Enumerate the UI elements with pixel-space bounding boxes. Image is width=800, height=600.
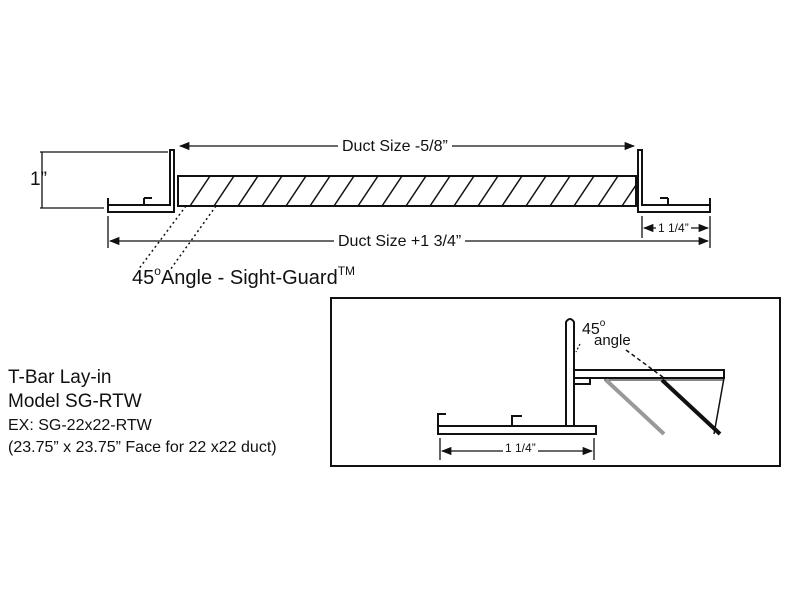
detail-degree-symbol: o: [599, 318, 606, 329]
detail-box: [330, 297, 781, 467]
height-label: 1”: [30, 169, 47, 190]
left-frame-lip: [143, 197, 152, 205]
detail-blade-gray: [604, 378, 666, 436]
detail-degree-number: 45: [582, 321, 600, 338]
model-number-label: Model SG-RTW: [8, 391, 142, 412]
detail-mullion: [565, 318, 575, 427]
detail-angle-word: angle: [594, 332, 631, 349]
trademark-symbol: TM: [337, 264, 356, 278]
detail-angle-leader: [575, 343, 581, 353]
detail-flange-label: 1 1/4”: [503, 441, 538, 455]
angle-number: 45: [132, 267, 155, 289]
right-frame-lip: [660, 197, 669, 205]
angle-text: Angle - Sight-Guard: [160, 267, 338, 289]
detail-louver-frame: [574, 369, 725, 379]
example-code-label: EX: SG-22x22-RTW: [8, 417, 152, 434]
detail-louver-right: [713, 377, 725, 435]
detail-flange: [437, 425, 597, 435]
louver-blades: [189, 175, 637, 207]
detail-flange-tab-1: [437, 413, 446, 426]
sight-guard-angle-label: 45oAngle - Sight-GuardTM: [132, 264, 355, 290]
detail-view: [437, 318, 725, 435]
detail-degree-label: 45o: [582, 318, 605, 339]
grille-section-view: [107, 149, 711, 213]
height-dimension-line: [40, 151, 168, 209]
product-type-label: T-Bar Lay-in: [8, 367, 112, 388]
detail-flange-tab-2: [511, 415, 522, 426]
left-frame: [107, 149, 175, 213]
duct-size-top-label: Duct Size -5/8”: [338, 138, 452, 156]
duct-size-bottom-label: Duct Size +1 3/4”: [334, 233, 466, 251]
angle-leader-lines: [137, 205, 217, 271]
right-frame: [637, 149, 711, 213]
detail-angle-indicator: [625, 349, 665, 379]
angle-degree-symbol: o: [154, 264, 161, 278]
louver-core: [177, 175, 637, 207]
detail-louver-return: [574, 377, 591, 385]
example-size-note: (23.75” x 23.75” Face for 22 x22 duct): [8, 439, 277, 456]
detail-blade-black: [660, 378, 722, 436]
flange-width-label: 1 1/4”: [656, 221, 691, 235]
